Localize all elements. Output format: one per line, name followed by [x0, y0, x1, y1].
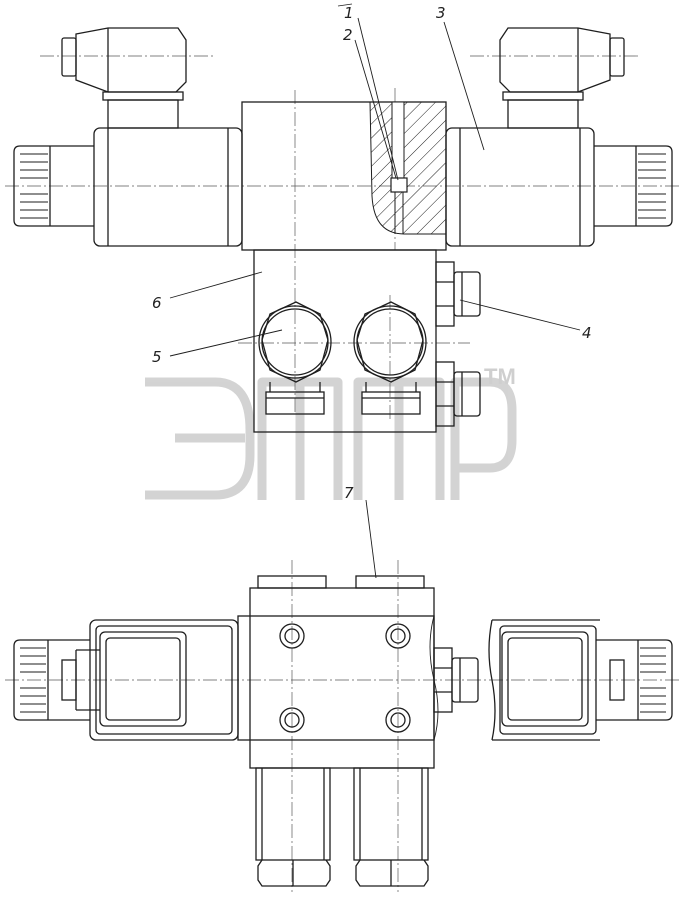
leader-line-7 [365, 499, 377, 579]
left-fitting [258, 301, 332, 415]
leader-lines-top [169, 17, 581, 357]
side-plug-upper [435, 261, 481, 327]
watermark-trademark: TM [484, 364, 516, 389]
bottom-side-plug [433, 647, 479, 713]
bottom-fitting-left [255, 767, 331, 887]
set-screw [390, 177, 408, 193]
bottom-right-coil [488, 619, 673, 741]
callout-1: 1 [344, 4, 354, 22]
right-connector-plug [499, 27, 625, 129]
watermark: TM [145, 364, 517, 500]
callout-2: 2 [343, 26, 353, 44]
callout-4: 4 [582, 324, 592, 342]
callout-7: 7 [344, 484, 354, 502]
manifold-plate [253, 249, 437, 433]
watermark-logo [145, 377, 517, 500]
bottom-valve-body [237, 587, 439, 769]
bottom-centerlines [5, 560, 682, 892]
bottom-view [5, 499, 682, 892]
side-plug-lower [435, 361, 481, 427]
left-connector-plug [61, 27, 187, 129]
top-view [5, 17, 682, 433]
right-solenoid-coil [445, 127, 673, 247]
left-solenoid-coil [13, 127, 243, 247]
bottom-left-coil [13, 619, 239, 741]
top-tab-right [355, 575, 425, 589]
callout-5: 5 [152, 348, 162, 366]
valve-body [241, 101, 447, 251]
bottom-fitting-right [353, 767, 429, 887]
callout-3: 3 [436, 4, 446, 22]
callout-labels: 1 2 3 4 5 6 7 [152, 3, 592, 502]
callout-6: 6 [152, 294, 162, 312]
right-fitting [353, 301, 427, 415]
mounting-bolts [279, 623, 411, 733]
